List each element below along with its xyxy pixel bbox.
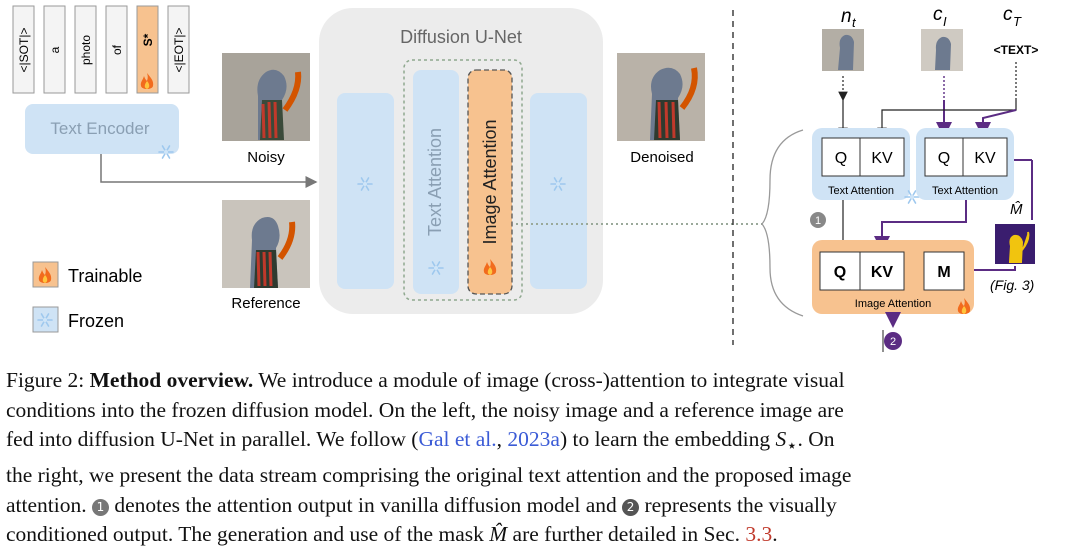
marker-2-inline: 2 (622, 498, 640, 516)
image-attention-block (467, 69, 513, 295)
caption-line-6: conditioned output. The generation and u… (6, 520, 1060, 550)
legend-frozen-label: Frozen (68, 311, 124, 331)
image-attention-small-label: Image Attention (855, 298, 931, 310)
kv-label: KV (871, 264, 894, 281)
token-sot: <|SOT|> (12, 5, 35, 94)
caption-text: We introduce a module of image (cross-)a… (253, 368, 845, 392)
caption-text: are further detailed in Sec. (507, 522, 746, 547)
text-attention-module-2: Q KV Text Attention (916, 128, 1014, 200)
marker-1: 1 (810, 212, 826, 228)
image-attention-label: Image Attention (480, 119, 500, 244)
caption-title: Method overview. (89, 368, 254, 392)
caption-text: . (772, 522, 778, 547)
attention-group (403, 59, 523, 301)
m-label: M (937, 264, 950, 281)
caption-text: conditioned output. The generation and u… (6, 522, 490, 547)
legend: Trainable Frozen (32, 261, 142, 333)
mask-label: M̂ (1010, 201, 1023, 218)
token-a-label: a (48, 46, 62, 53)
text-encoder: Text Encoder (25, 104, 179, 159)
marker-1-label: 1 (815, 215, 821, 227)
caption-line-5: attention. 1 denotes the attention outpu… (6, 491, 1060, 521)
reference-image (222, 200, 310, 288)
noisy-image (222, 53, 310, 141)
q-label: Q (835, 150, 847, 167)
caption-math-sub: ⋆ (786, 435, 798, 456)
caption-line-4: the right, we present the data stream co… (6, 463, 852, 488)
caption-text: attention. (6, 492, 92, 517)
caption-math: S (775, 427, 787, 452)
kv-label: KV (871, 150, 893, 167)
marker-2-label: 2 (890, 336, 896, 348)
zoom-brace (761, 129, 804, 317)
token-eot: <|EOT|> (167, 5, 190, 94)
token-sot-label: <|SOT|> (17, 28, 31, 73)
citation-link[interactable]: Gal et al. (418, 427, 497, 452)
token-s-star-label: S* (141, 33, 155, 46)
nt-sub: t (852, 15, 857, 30)
text-attention-label: Text Attention (425, 128, 445, 236)
ct-label: c (1003, 4, 1013, 25)
text-attention-block (413, 70, 459, 294)
ct-input: c T <TEXT> (994, 4, 1039, 57)
token-of-label: of (110, 44, 124, 55)
reference-label: Reference (231, 295, 300, 312)
q-label: Q (834, 264, 846, 281)
caption-line-3: fed into diffusion U-Net in parallel. We… (6, 425, 1060, 461)
text-attention-module-1: Q KV Text Attention (812, 128, 920, 204)
text-attention-small-label: Text Attention (828, 185, 894, 197)
caption-text: denotes the attention output in vanilla … (108, 492, 623, 517)
caption-text: fed into diffusion U-Net in parallel. We… (6, 427, 419, 452)
nt-input: n t (822, 6, 864, 71)
mask-image: M̂ (995, 201, 1035, 264)
ci-sub: I (943, 14, 947, 29)
marker-2: 2 (884, 332, 902, 350)
denoised-image (617, 53, 705, 141)
nt-label: n (841, 6, 852, 27)
ci-label: c (933, 4, 943, 25)
caption-text: . On (797, 427, 835, 452)
figure-caption: Figure 2: Method overview. We introduce … (6, 366, 1060, 550)
text-attention-small-label: Text Attention (932, 185, 998, 197)
token-photo: photo (74, 5, 97, 94)
token-sequence: <|SOT|> a photo of S* <|EOT|> (12, 5, 190, 94)
section-ref-link[interactable]: 3.3 (745, 522, 773, 547)
caption-text: ) to learn the embedding (559, 427, 776, 452)
text-token-label: <TEXT> (994, 43, 1039, 57)
token-photo-label: photo (79, 35, 93, 65)
fig-ref-label: (Fig. 3) (990, 277, 1034, 293)
text-encoder-label: Text Encoder (50, 119, 150, 138)
ci-input: c I (921, 4, 963, 71)
token-of: of (105, 5, 128, 94)
noisy-label: Noisy (247, 149, 285, 166)
caption-text: represents the visually (639, 492, 837, 517)
caption-text: , (496, 427, 508, 452)
caption-line-1: Figure 2: Method overview. We introduce … (6, 366, 1060, 396)
image-attention-module: Q KV M Image Attention (812, 240, 974, 314)
token-a: a (43, 5, 66, 94)
denoised-label: Denoised (630, 149, 693, 166)
citation-year-link[interactable]: 2023a (507, 427, 560, 452)
caption-figure-number: Figure 2: (6, 368, 90, 392)
token-eot-label: <|EOT|> (172, 28, 186, 73)
kv-label: KV (974, 150, 996, 167)
caption-math: M̂ (489, 522, 508, 547)
unet-right-block (530, 93, 587, 289)
method-overview-figure: <|SOT|> a photo of S* <|EOT|> Text Encod… (12, 4, 1039, 352)
legend-trainable-label: Trainable (68, 266, 142, 286)
token-s-star: S* (136, 5, 159, 94)
caption-line-2: conditions into the frozen diffusion mod… (6, 397, 844, 422)
ct-sub: T (1013, 14, 1022, 29)
unet-title: Diffusion U-Net (400, 27, 522, 47)
marker-1-inline: 1 (91, 498, 109, 516)
diffusion-unet: Diffusion U-Net Text Attention Image Att… (319, 8, 603, 314)
q-label: Q (938, 150, 950, 167)
unet-left-block (337, 93, 394, 289)
encoder-arrow (100, 154, 318, 188)
